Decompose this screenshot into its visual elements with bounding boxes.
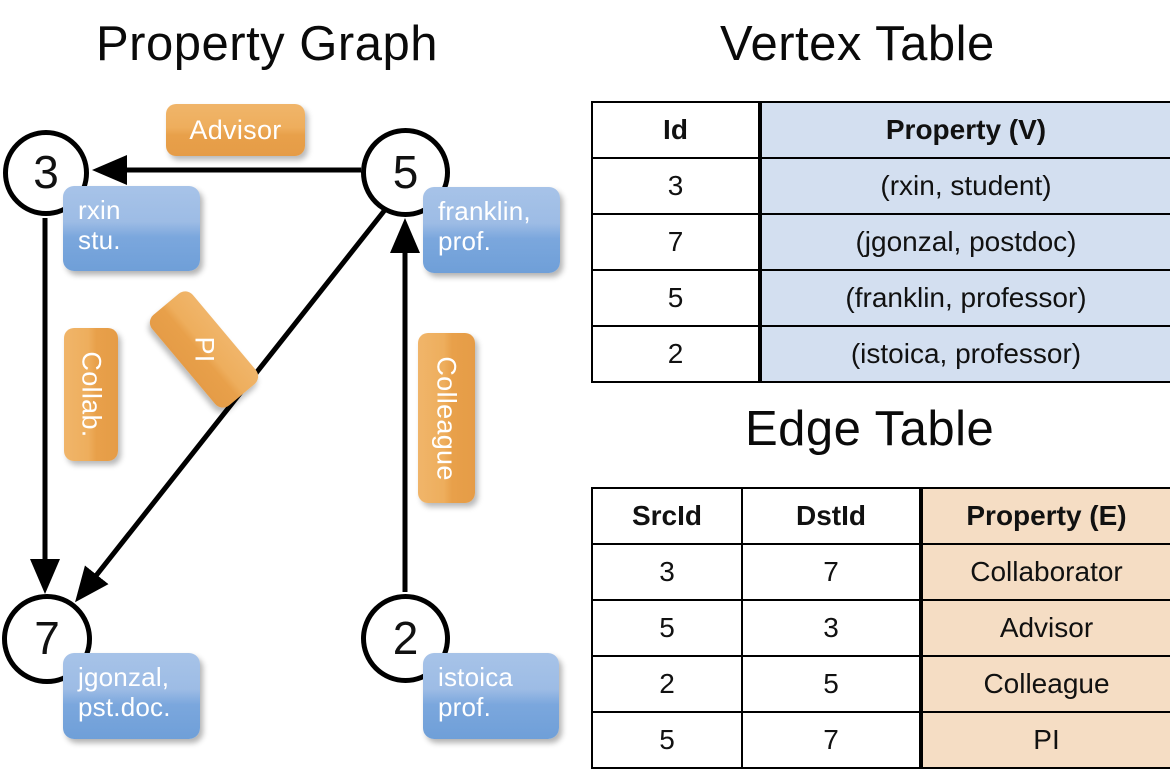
- vertex-cell-id: 3: [591, 157, 761, 215]
- edge-cell-srcid: 2: [591, 655, 743, 713]
- vertex-table-header-id: Id: [591, 101, 761, 159]
- table-header-row: Id Property (V): [591, 101, 1170, 159]
- vertex-property-box-5[interactable]: franklin, prof.: [423, 187, 560, 273]
- graph-node-3-label: 3: [33, 146, 59, 198]
- page-title-vertex-table: Vertex Table: [720, 17, 995, 71]
- graph-node-5-label: 5: [392, 145, 419, 198]
- edge-label-collab: Collab.: [76, 351, 107, 438]
- vertex-property-box-7[interactable]: jgonzal, pst.doc.: [63, 653, 200, 739]
- edge-cell-dstid: 7: [741, 543, 922, 601]
- edge-label-box-collab[interactable]: Collab.: [64, 328, 118, 461]
- vertex-cell-property: (istoica, professor): [758, 325, 1170, 383]
- page-title-edge-table: Edge Table: [745, 402, 995, 456]
- vertex-table: Id Property (V) 3 (rxin, student) 7 (jgo…: [591, 101, 1170, 383]
- table-row[interactable]: 5 3 Advisor: [591, 599, 1170, 657]
- edge-label-box-advisor[interactable]: Advisor: [166, 104, 305, 156]
- vertex-property-box-3[interactable]: rxin stu.: [63, 186, 200, 271]
- vertex-property-line-1: rxin: [78, 195, 121, 225]
- vertex-cell-id: 2: [591, 325, 761, 383]
- edge-label-pi: PI: [189, 336, 220, 363]
- table-row[interactable]: 2 (istoica, professor): [591, 325, 1170, 383]
- edge-cell-dstid: 7: [741, 711, 922, 769]
- edge-cell-property: Advisor: [919, 599, 1170, 657]
- edge-table-header-property: Property (E): [919, 487, 1170, 545]
- edge-cell-property: Collaborator: [919, 543, 1170, 601]
- edge-table-header-dstid: DstId: [741, 487, 922, 545]
- vertex-property-box-2[interactable]: istoica prof.: [423, 653, 559, 739]
- table-row[interactable]: 5 (franklin, professor): [591, 269, 1170, 327]
- vertex-cell-id: 5: [591, 269, 761, 327]
- table-row[interactable]: 2 5 Colleague: [591, 655, 1170, 713]
- table-row[interactable]: 3 7 Collaborator: [591, 543, 1170, 601]
- page-title-property-graph: Property Graph: [96, 17, 438, 71]
- edge-cell-property: Colleague: [919, 655, 1170, 713]
- edge-label-box-colleague[interactable]: Colleague: [418, 333, 475, 503]
- table-row[interactable]: 7 (jgonzal, postdoc): [591, 213, 1170, 271]
- graph-node-2-label: 2: [392, 611, 419, 664]
- vertex-cell-id: 7: [591, 213, 761, 271]
- edge-cell-srcid: 5: [591, 599, 743, 657]
- edge-table-header-srcid: SrcId: [591, 487, 743, 545]
- graph-node-2[interactable]: 2: [361, 594, 450, 683]
- table-row[interactable]: 5 7 PI: [591, 711, 1170, 769]
- edge-label-advisor: Advisor: [189, 114, 282, 145]
- vertex-property-line-1: istoica: [438, 662, 514, 692]
- graph-node-5[interactable]: 5: [361, 128, 450, 217]
- edge-cell-srcid: 5: [591, 711, 743, 769]
- edge-cell-dstid: 3: [741, 599, 922, 657]
- edge-cell-dstid: 5: [741, 655, 922, 713]
- edge-table: SrcId DstId Property (E) 3 7 Collaborato…: [591, 487, 1170, 769]
- table-row[interactable]: 3 (rxin, student): [591, 157, 1170, 215]
- table-header-row: SrcId DstId Property (E): [591, 487, 1170, 545]
- vertex-cell-property: (franklin, professor): [758, 269, 1170, 327]
- vertex-property-line-2: pst.doc.: [78, 691, 171, 722]
- graph-node-7-label: 7: [34, 612, 60, 664]
- vertex-property-line-2: prof.: [438, 225, 492, 256]
- edge-cell-srcid: 3: [591, 543, 743, 601]
- vertex-cell-property: (jgonzal, postdoc): [758, 213, 1170, 271]
- vertex-property-line-1: jgonzal,: [78, 662, 170, 692]
- edge-label-colleague: Colleague: [432, 355, 463, 481]
- vertex-property-line-2: stu.: [78, 224, 121, 255]
- vertex-table-header-property: Property (V): [758, 101, 1170, 159]
- vertex-property-line-1: franklin,: [438, 196, 531, 226]
- vertex-cell-property: (rxin, student): [758, 157, 1170, 215]
- vertex-property-line-2: prof.: [438, 691, 492, 722]
